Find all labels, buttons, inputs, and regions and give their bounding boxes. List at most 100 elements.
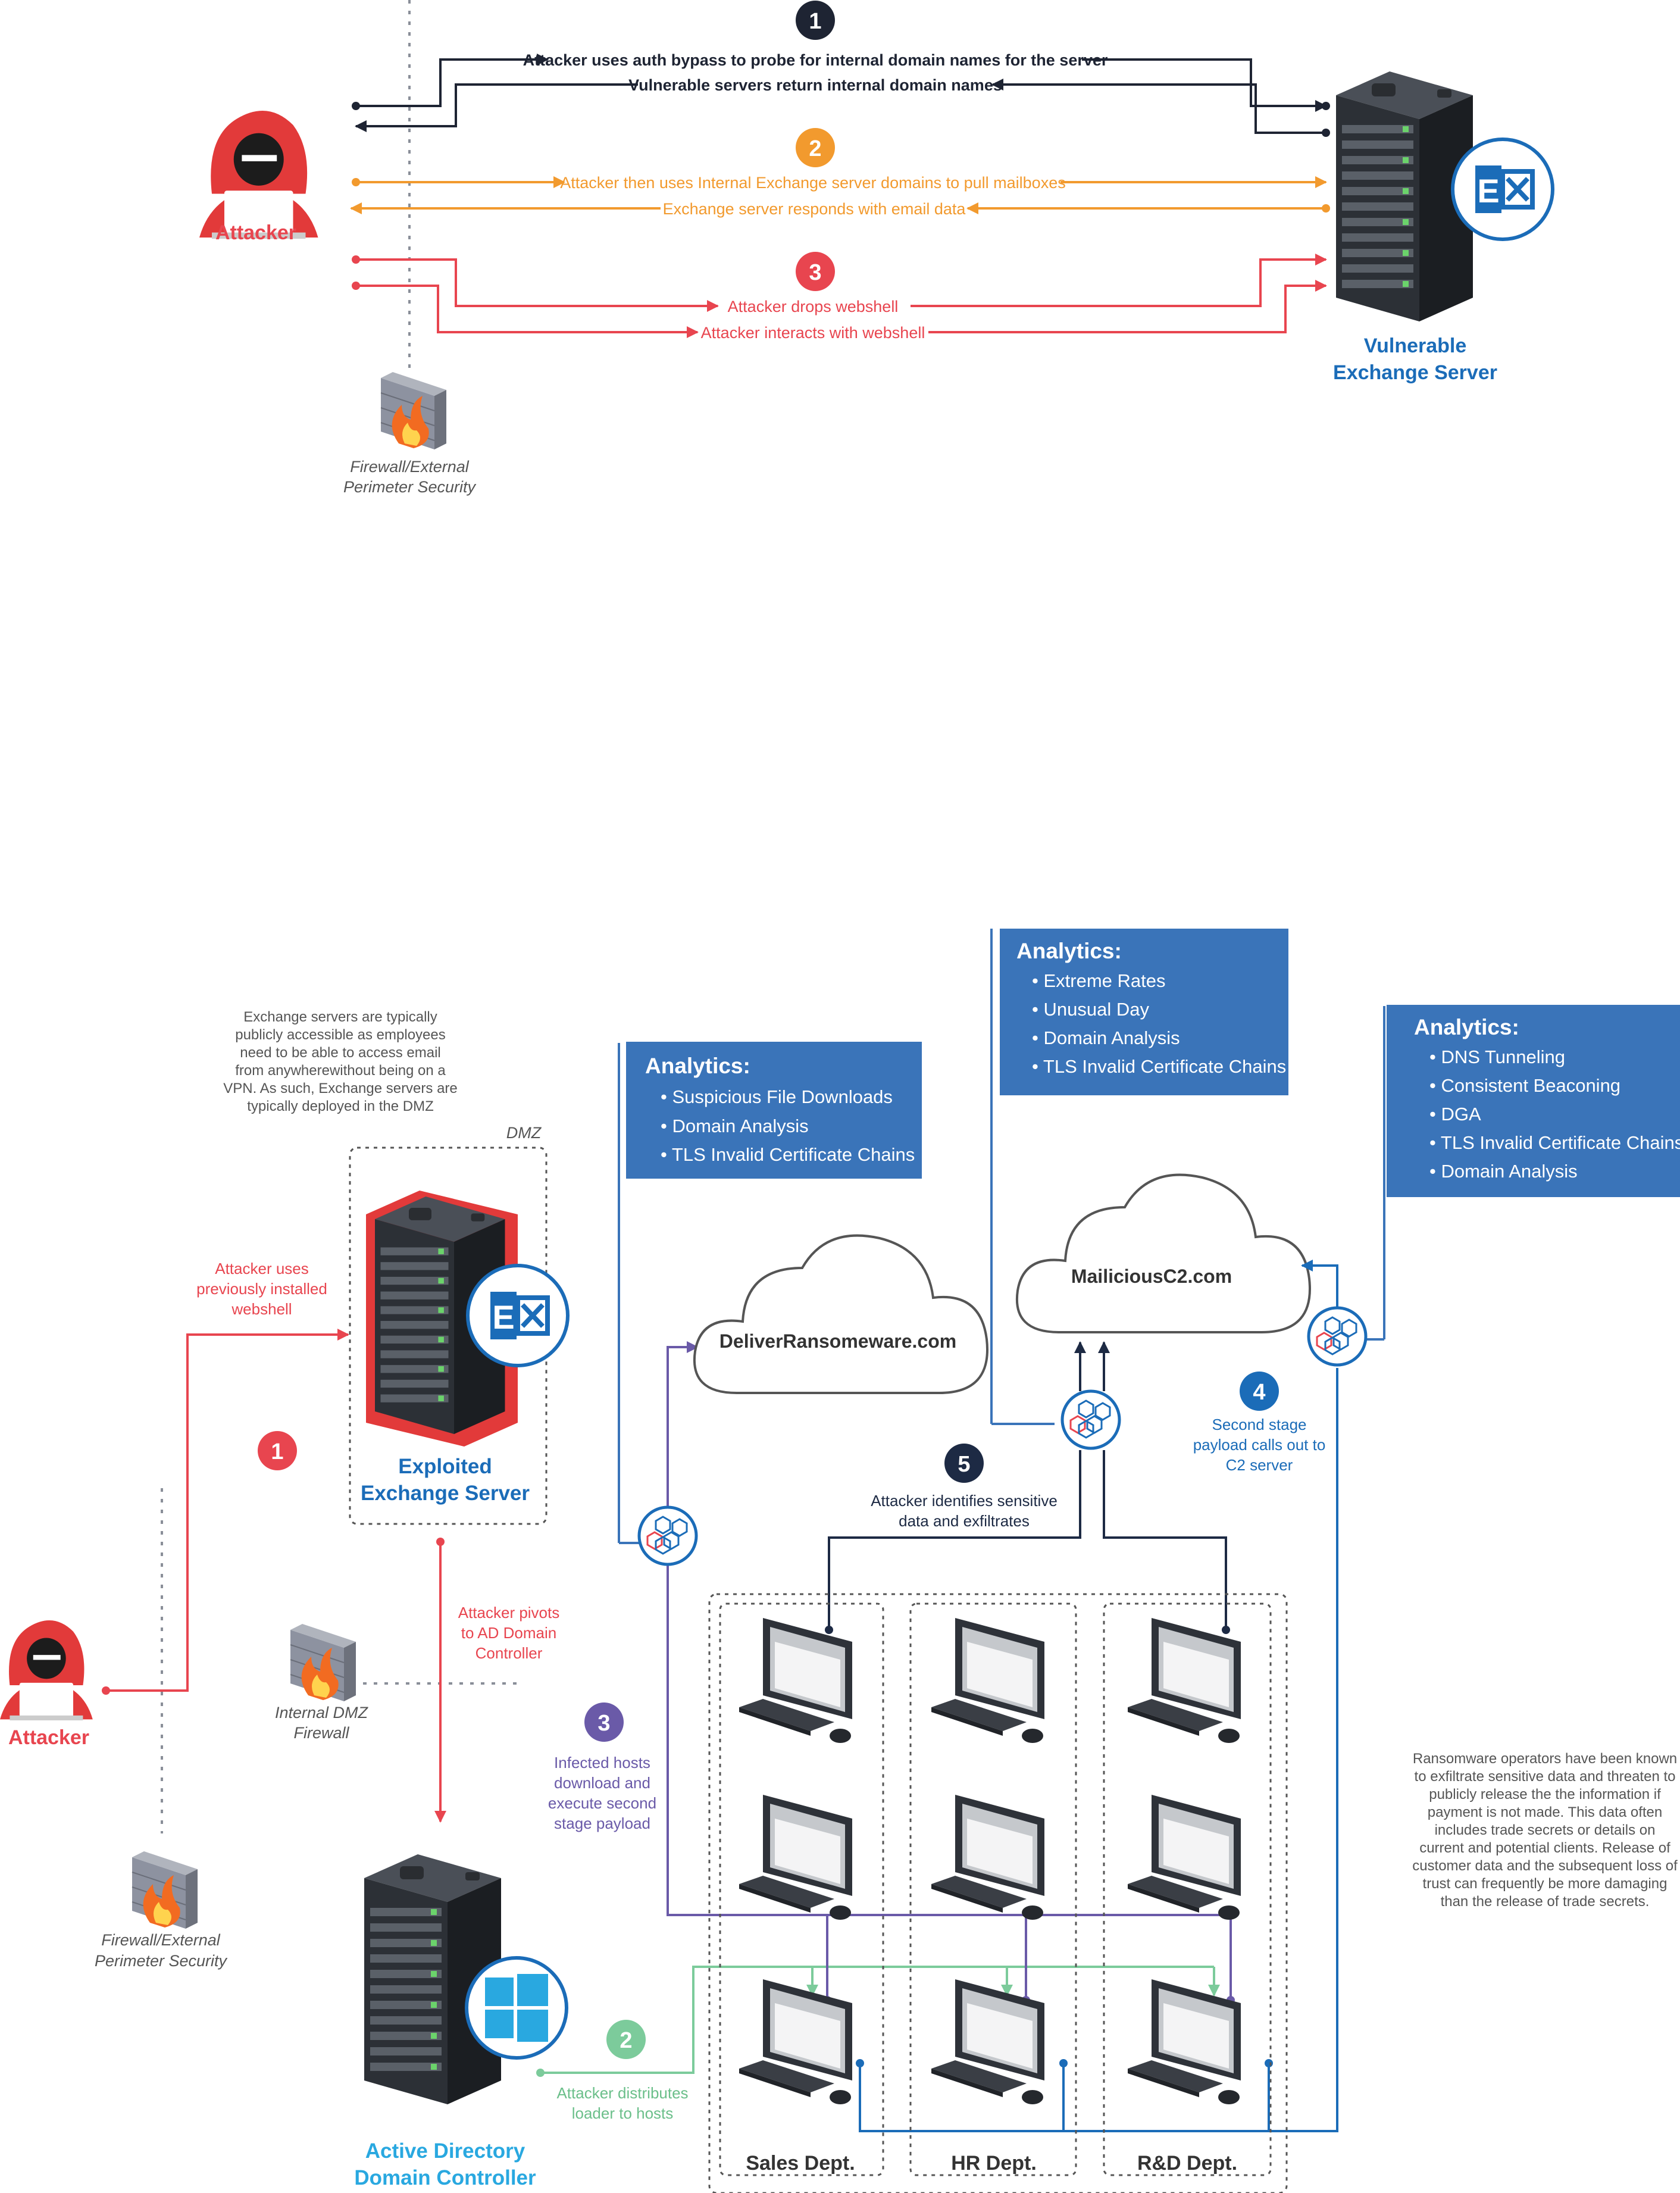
bottom-step4-badge <box>1240 1372 1279 1411</box>
hr-dept-zone <box>909 1602 1077 2176</box>
download-path-line <box>667 1341 1232 2000</box>
dmz-note-5: VPN. As such, Exchange servers are <box>223 1080 458 1096</box>
firewall-icon <box>132 1851 198 1929</box>
analytics2-item-3: • Domain Analysis <box>1032 1027 1180 1048</box>
step4-text-1: Second stage <box>1212 1416 1306 1433</box>
analytics3-item-3: • DGA <box>1429 1104 1481 1124</box>
analytics2-item-4: • TLS Invalid Certificate Chains <box>1032 1056 1286 1077</box>
analytics3-title: Analytics: <box>1414 1015 1519 1039</box>
top-step1-request-line-2 <box>1082 58 1327 112</box>
ransom-note-5: includes trade secrets or details on <box>1435 1822 1656 1838</box>
dmz-label: DMZ <box>506 1124 542 1142</box>
top-step3-request-line <box>356 258 719 312</box>
workstation-icon <box>739 1618 852 1743</box>
bottom-step3-number: 3 <box>597 1711 610 1736</box>
step3-text-2: download and <box>554 1774 650 1792</box>
webshell-note-3: webshell <box>231 1300 292 1318</box>
loader-path-line <box>540 1966 1214 2074</box>
dept-hr-label: HR Dept. <box>951 2152 1037 2175</box>
analytics1-item-2: • Domain Analysis <box>661 1116 809 1136</box>
sales-dept-zone <box>719 1602 884 2176</box>
webshell-note-1: Attacker uses <box>215 1260 309 1277</box>
top-step1-request-line <box>356 54 549 107</box>
top-step1-response-text: Vulnerable servers return internal domai… <box>628 76 1002 94</box>
top-step2-response-text: Exchange server responds with email data <box>663 200 966 218</box>
bottom-step5-badge <box>944 1444 984 1483</box>
top-server-label-1: Vulnerable <box>1364 335 1467 357</box>
workstation-icon <box>1128 1795 1241 1920</box>
ransom-note-4: payment is not made. This data often <box>1428 1804 1662 1820</box>
c2-callout-line <box>859 1368 1338 2132</box>
top-firewall-label-1: Firewall/External <box>350 458 470 476</box>
step3-text-3: execute second <box>548 1794 656 1812</box>
pivot-note-2: to AD Domain <box>461 1624 556 1642</box>
bottom-step2-number: 2 <box>620 2028 632 2053</box>
top-step3-request-text: Attacker drops webshell <box>728 298 899 315</box>
top-step2-badge <box>796 128 835 167</box>
sensor-node-1 <box>639 1507 696 1564</box>
firewall-icon <box>290 1623 356 1702</box>
external-fw-label-1: Firewall/External <box>101 1931 221 1949</box>
top-server-label-2: Exchange Server <box>1333 361 1497 384</box>
ransom-note-2: to exfiltrate sensitive data and threate… <box>1415 1769 1676 1785</box>
dmz-note-2: publicly accessible as employees <box>235 1027 446 1043</box>
dept-sales-label: Sales Dept. <box>746 2152 855 2175</box>
cloud2-label: MailiciousC2.com <box>1071 1266 1232 1287</box>
step4-text-3: C2 server <box>1226 1456 1293 1474</box>
ad-label-1: Active Directory <box>365 2139 525 2163</box>
top-scenario: Attacker Firewall/External Perimeter Sec… <box>199 0 1553 496</box>
step2-text-2: loader to hosts <box>572 2104 674 2122</box>
dmz-note-3: need to be able to access email <box>240 1045 441 1061</box>
workstation-icon <box>739 1795 852 1920</box>
ransom-note-8: trust can frequently be more damaging <box>1423 1876 1668 1892</box>
pivot-note-3: Controller <box>475 1644 543 1662</box>
step3-text-1: Infected hosts <box>554 1754 650 1772</box>
step4-text-2: payload calls out to <box>1193 1436 1326 1454</box>
step3-text-4: stage payload <box>554 1814 650 1832</box>
analytics-box-2 <box>1000 929 1288 1095</box>
top-firewall-label-2: Perimeter Security <box>343 478 477 496</box>
sensor-node-2 <box>1062 1391 1119 1448</box>
exchange-logo-icon <box>468 1266 568 1366</box>
cloud-c2-icon <box>1015 1173 1311 1333</box>
step2-text-1: Attacker distributes <box>556 2084 688 2102</box>
workstation-icon <box>931 1795 1044 1920</box>
top-step2-request-text: Attacker then uses Internal Exchange ser… <box>560 174 1065 192</box>
analytics3-item-2: • Consistent Beaconing <box>1429 1075 1620 1096</box>
cloud1-label: DeliverRansomeware.com <box>719 1330 956 1352</box>
bottom-step4-number: 4 <box>1253 1380 1265 1405</box>
workstation-icon <box>739 1979 852 2104</box>
rd-dept-zone <box>1103 1602 1272 2176</box>
top-step1-badge <box>796 1 835 40</box>
analytics1-item-3: • TLS Invalid Certificate Chains <box>661 1144 915 1165</box>
internal-fw-label-1: Internal DMZ <box>275 1704 369 1722</box>
exchange-logo-icon <box>1453 139 1553 239</box>
bottom-step3-badge <box>584 1702 624 1742</box>
workstation-icon <box>931 1618 1044 1743</box>
analytics2-item-1: • Extreme Rates <box>1032 970 1165 991</box>
analytics3-item-4: • TLS Invalid Certificate Chains <box>1429 1132 1680 1153</box>
analytics-box-3 <box>1387 1005 1680 1197</box>
top-step3-response-text: Attacker interacts with webshell <box>701 324 925 342</box>
analytics1-item-1: • Suspicious File Downloads <box>661 1086 893 1107</box>
ransom-note-6: current and potential clients. Release o… <box>1419 1840 1670 1856</box>
analytics1-title: Analytics: <box>645 1054 750 1078</box>
sensor-node-3 <box>1309 1308 1366 1365</box>
exploited-server-icon <box>366 1191 518 1447</box>
step5-text-2: data and exfiltrates <box>899 1512 1030 1530</box>
ransom-note-3: publicly release the the information if <box>1429 1786 1661 1802</box>
bottom-step2-badge <box>606 2020 646 2059</box>
ransom-note-1: Ransomware operators have been known <box>1413 1751 1677 1767</box>
webshell-note-2: previously installed <box>196 1280 327 1298</box>
external-fw-label-2: Perimeter Security <box>95 1952 228 1970</box>
dept-rd-label: R&D Dept. <box>1137 2152 1237 2175</box>
top-step2-number: 2 <box>809 136 821 161</box>
exploited-label-2: Exchange Server <box>361 1482 530 1505</box>
step5-text-1: Attacker identifies sensitive <box>871 1492 1058 1510</box>
exploited-label-1: Exploited <box>398 1455 492 1478</box>
bottom-attacker-label: Attacker <box>8 1726 89 1749</box>
attacker-icon <box>0 1620 93 1721</box>
internal-network-zone <box>708 1593 1288 2193</box>
firewall-icon <box>380 371 447 450</box>
dmz-note-1: Exchange servers are typically <box>243 1009 437 1025</box>
